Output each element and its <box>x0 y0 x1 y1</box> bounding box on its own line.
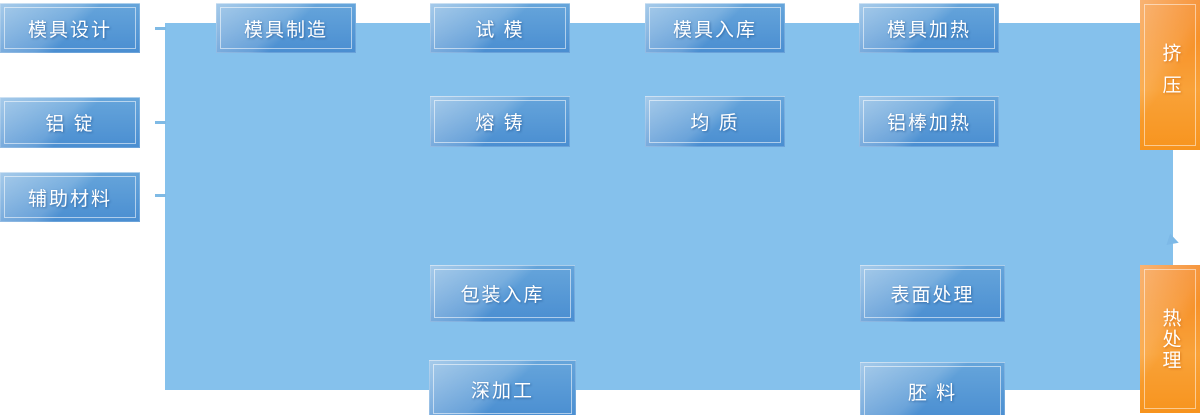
node-mold-manufacturing: 模具制造 <box>216 3 356 53</box>
node-rod-heating: 铝棒加热 <box>859 96 999 147</box>
stage-extrusion: 挤压 <box>1140 0 1200 150</box>
connector-dash-auxiliary-materials <box>155 194 166 197</box>
node-auxiliary-materials: 辅助材料 <box>0 172 140 222</box>
node-mold-storage: 模具入库 <box>645 3 785 53</box>
node-deep-processing: 深加工 <box>429 360 576 415</box>
node-label: 胚 料 <box>907 382 958 404</box>
node-label: 均 质 <box>690 113 740 134</box>
node-label: 试 模 <box>475 19 525 41</box>
stage-label: 热处理 <box>1159 307 1181 371</box>
connector-dash-mold-design <box>155 27 166 30</box>
node-label: 辅助材料 <box>27 188 112 210</box>
node-mold-trial: 试 模 <box>430 3 570 53</box>
background-panel <box>165 23 1173 390</box>
stage-heat-treatment: 热处理 <box>1140 265 1200 413</box>
node-mold-heating: 模具加热 <box>859 3 999 53</box>
node-label: 模具加热 <box>886 19 971 41</box>
node-label: 铝棒加热 <box>886 113 971 134</box>
node-aluminum-ingot: 铝 锭 <box>0 97 140 148</box>
node-label: 模具设计 <box>27 19 112 41</box>
node-label: 模具制造 <box>243 19 328 41</box>
node-label: 表面处理 <box>890 285 975 306</box>
node-label: 铝 锭 <box>45 114 95 135</box>
node-surface-treatment: 表面处理 <box>860 265 1005 322</box>
node-billet: 胚 料 <box>860 362 1005 415</box>
node-packing-storage: 包装入库 <box>430 265 575 322</box>
node-label: 熔 铸 <box>475 113 525 134</box>
node-homogenization: 均 质 <box>645 96 785 147</box>
node-label: 深加工 <box>470 380 534 402</box>
stage-label: 挤压 <box>1159 43 1181 107</box>
node-label: 包装入库 <box>460 285 545 306</box>
node-melting-casting: 熔 铸 <box>430 96 570 147</box>
node-label: 模具入库 <box>672 19 757 41</box>
connector-dash-aluminum-ingot <box>155 121 166 124</box>
node-mold-design: 模具设计 <box>0 3 140 53</box>
